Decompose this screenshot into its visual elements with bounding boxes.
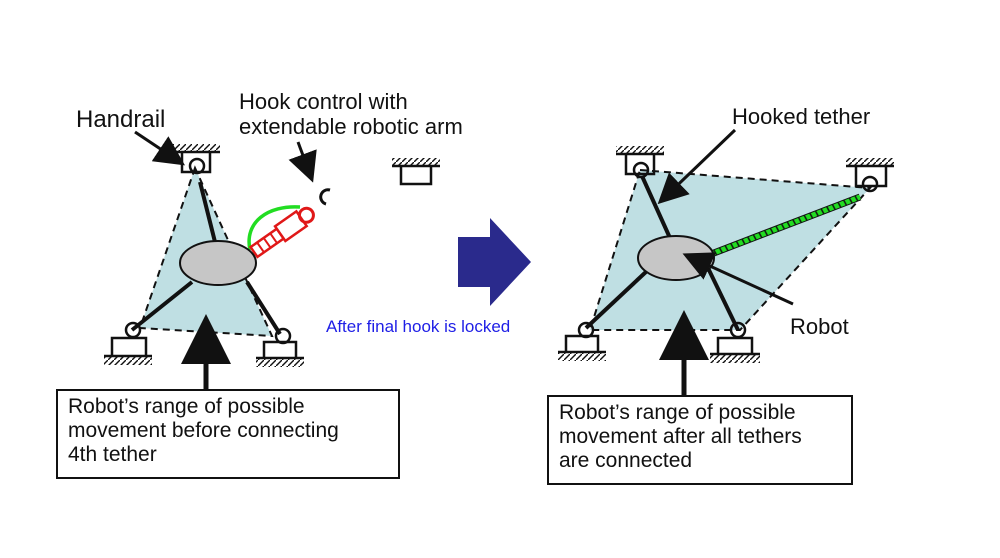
right-caption-line-2: movement after all tethers bbox=[559, 425, 802, 448]
right-caption-line-1: Robot’s range of possible bbox=[559, 401, 796, 424]
left-robot-body bbox=[179, 240, 257, 286]
handrail-spare bbox=[392, 158, 440, 186]
left-tethers bbox=[130, 181, 282, 336]
handrail-bottom-right bbox=[256, 327, 304, 367]
handrail-right-bottom-left bbox=[558, 321, 606, 361]
left-caption-line-2: movement before connecting bbox=[68, 419, 339, 442]
extendable-robotic-arm bbox=[248, 206, 315, 259]
robot-label: Robot bbox=[790, 314, 849, 339]
left-caption-line-1: Robot’s range of possible bbox=[68, 395, 305, 418]
handrail-label: Handrail bbox=[76, 106, 165, 133]
right-panel: Hooked tether Robot bbox=[558, 104, 894, 396]
left-green-cable bbox=[247, 205, 301, 251]
right-caption-line-3: are connected bbox=[559, 449, 693, 472]
handrail-right-top-right bbox=[846, 158, 894, 193]
handrail-pointer-arrow bbox=[134, 130, 185, 166]
transition-arrow-icon bbox=[458, 218, 531, 306]
transition-label: After final hook is locked bbox=[326, 317, 510, 336]
handrail-right-bottom-right bbox=[710, 321, 760, 363]
hook-control-label-line2: extendable robotic arm bbox=[239, 114, 463, 139]
handrail-bottom-left bbox=[104, 321, 152, 365]
handrail-right-top-left bbox=[616, 146, 664, 179]
hook-control-label-line1: Hook control with bbox=[239, 89, 408, 114]
robot-pointer-arrow bbox=[682, 252, 794, 306]
hooked-tether-pointer-arrow bbox=[657, 128, 737, 205]
hooked-tether-icon bbox=[704, 193, 862, 260]
hook-control-pointer-arrow bbox=[288, 141, 317, 183]
hooked-tether-label: Hooked tether bbox=[732, 104, 870, 129]
left-panel: Handrail Hook control with extendable ro… bbox=[76, 89, 463, 390]
left-range-caption: Robot’s range of possible movement befor… bbox=[56, 389, 400, 479]
right-robot-body bbox=[637, 235, 715, 281]
left-caption-line-3: 4th tether bbox=[68, 443, 157, 466]
right-range-caption: Robot’s range of possible movement after… bbox=[547, 395, 853, 485]
free-hook-icon bbox=[319, 188, 331, 206]
